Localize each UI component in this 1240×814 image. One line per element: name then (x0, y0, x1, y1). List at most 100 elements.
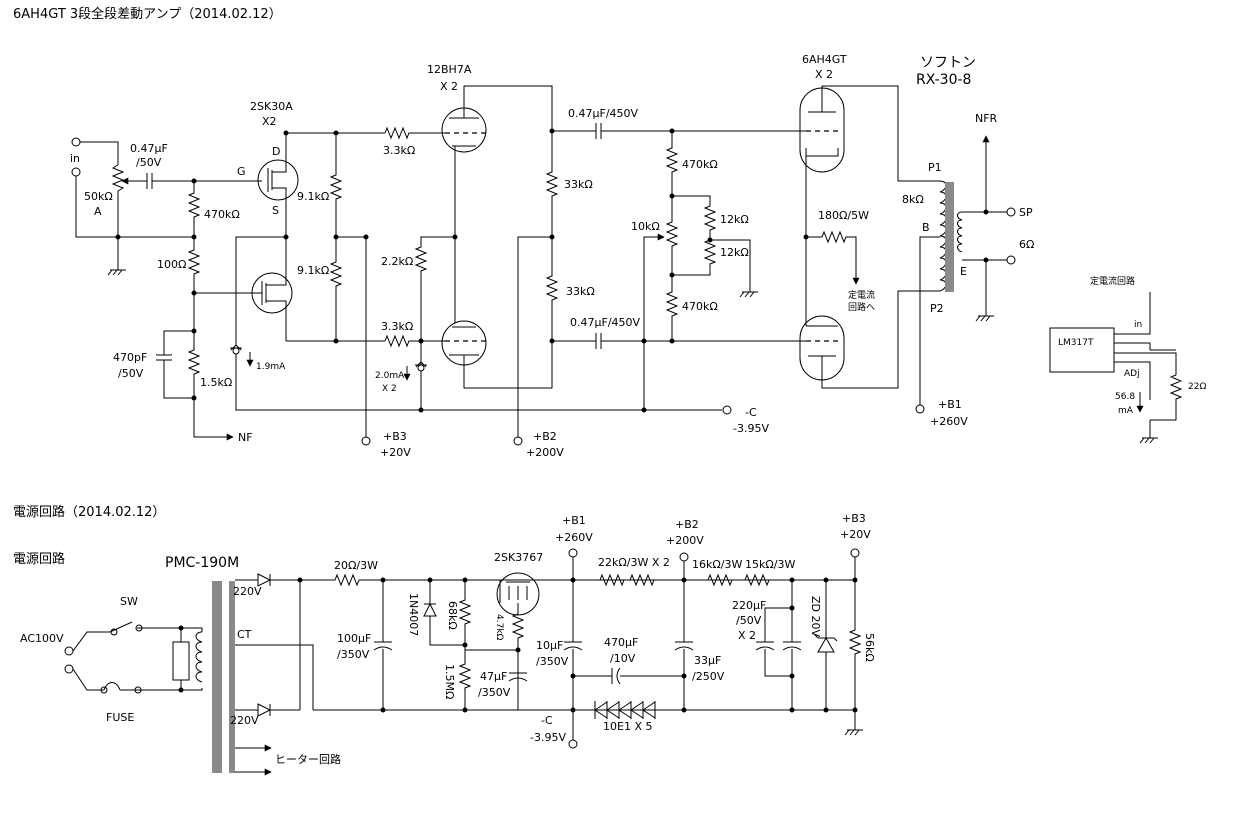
c-470u-rating: /10V (610, 652, 636, 665)
c-10u-rating: /350V (536, 655, 569, 668)
fet-upper (257, 159, 299, 201)
psu-subtitle: 電源回路 (13, 551, 65, 567)
psu-b3-label: +B3 (842, 512, 866, 525)
r-22k: 22kΩ/3W X 2 (598, 556, 670, 569)
r-12k-a: 12kΩ (720, 213, 749, 226)
r-9k1-a: 9.1kΩ (297, 190, 329, 203)
current-2m-qty: X 2 (382, 384, 397, 394)
neg-c-terminal (722, 405, 732, 415)
diode-label: 1N4007 (407, 593, 420, 636)
nfr-label: NFR (975, 112, 998, 125)
power-supply-schematic: PMC-190M AC100V SW FUSE 220V CT 220V 20Ω… (20, 512, 876, 776)
psu-b2-label: +B2 (675, 518, 699, 531)
c-220u: 220μF (732, 599, 766, 612)
sp-imp: 6Ω (1019, 238, 1034, 251)
xfmr-b: B (922, 221, 930, 234)
c-220u-rating: /50V (736, 614, 762, 627)
r-470k-gate: 470kΩ (204, 208, 240, 221)
r-68k: 68kΩ (446, 601, 459, 630)
c-470p: 470pF (113, 351, 147, 364)
psu-b1-voltage: +260V (555, 531, 593, 544)
ac-label: AC100V (20, 632, 64, 645)
xfmr-name-1: ソフトン (920, 55, 976, 71)
input-cap-rating: /50V (136, 156, 162, 169)
sp-terminal-a (1006, 207, 1016, 217)
mosfet-label: 2SK3767 (494, 551, 543, 564)
ac-terminal-a (64, 646, 74, 656)
psu-negc-label: -C (541, 714, 553, 727)
input-gnd-terminal (71, 167, 81, 177)
psu-title: 電源回路（2014.02.12） (13, 504, 165, 520)
c-470p-rating: /50V (118, 367, 144, 380)
sp-terminal-b (1006, 255, 1016, 265)
v220b-label: 220V (230, 714, 259, 727)
fet-lower (251, 272, 293, 314)
lm317-box (1049, 327, 1115, 373)
psu-b1-label: +B1 (562, 514, 586, 527)
ct-label: CT (237, 628, 252, 641)
b1-terminal (915, 404, 925, 414)
r-2k2: 2.2kΩ (381, 255, 413, 268)
fet-source-label: S (272, 204, 279, 217)
ccs-adj-label: ADj (1124, 369, 1140, 379)
c-47u-rating: /350V (478, 686, 511, 699)
c-220u-qty: X 2 (738, 629, 756, 642)
b3-terminal (361, 436, 371, 446)
b2-voltage: +200V (526, 446, 564, 459)
tube1-qty: X 2 (440, 80, 458, 93)
b3-voltage: +20V (380, 446, 411, 459)
ccs-r-label: 22Ω (1188, 382, 1206, 392)
xfmr-p2: P2 (930, 302, 944, 315)
neg-c-voltage: -3.95V (733, 422, 769, 435)
r-4k7: 4.7kΩ (494, 614, 504, 641)
c-10u: 10μF (536, 639, 563, 652)
c-cpl-b: 0.47μF/450V (570, 316, 641, 329)
heater-label: ヒーター回路 (275, 753, 341, 766)
xfmr-imp: 8kΩ (902, 193, 924, 206)
c-cpl-a: 0.47μF/450V (568, 107, 639, 120)
psu-b3-terminal (850, 548, 860, 558)
c-47u: 47μF (480, 670, 507, 683)
fuse-label: FUSE (106, 711, 134, 724)
r-20: 20Ω/3W (334, 559, 378, 572)
r-180: 180Ω/5W (818, 209, 869, 222)
psu-b3-voltage: +20V (840, 528, 871, 541)
r-3k3-b: 3.3kΩ (381, 320, 413, 333)
b2-terminal (513, 436, 523, 446)
volume-taper: A (94, 205, 102, 218)
fet-qty: X2 (262, 115, 277, 128)
mosfet (496, 572, 540, 616)
r-15k: 15kΩ/3W (745, 558, 795, 571)
ccs-current: 56.8 (1115, 392, 1135, 402)
c-33u: 33μF (694, 654, 721, 667)
r-100: 100Ω (157, 258, 186, 271)
input-label: in (70, 152, 80, 165)
r-16k: 16kΩ/3W (692, 558, 742, 571)
r-1m5: 1.5MΩ (443, 664, 456, 699)
b3-label: +B3 (383, 430, 407, 443)
sw-label: SW (120, 595, 138, 608)
diodes-label: 10E1 X 5 (603, 720, 652, 733)
ccs-in-label: in (1134, 320, 1142, 330)
ac-resistor (172, 641, 190, 681)
ccs-note-2: 回路へ (848, 301, 875, 313)
psu-b2-voltage: +200V (666, 534, 704, 547)
nf-label: NF (238, 431, 253, 444)
lm317-label: LM317T (1058, 338, 1094, 348)
c-33u-rating: /250V (692, 670, 725, 683)
zd-label: ZD 20V (809, 596, 822, 637)
volume-value: 50kΩ (84, 190, 113, 203)
tube2-name: 6AH4GT (802, 53, 847, 66)
r-56k: 56kΩ (863, 633, 876, 662)
psu-negc-terminal (568, 739, 578, 749)
tube-6ah4gt-lower (799, 315, 845, 381)
r-33k-b: 33kΩ (566, 285, 595, 298)
ccs-note-1: 定電流 (848, 289, 875, 301)
tube-6ah4gt-upper (799, 87, 845, 173)
title: 6AH4GT 3段全段差動アンプ（2014.02.12） (13, 6, 282, 22)
tube1-name: 12BH7A (427, 63, 472, 76)
volume-pot (111, 164, 125, 192)
r-470k-a: 470kΩ (682, 158, 718, 171)
psu-b2-terminal (679, 552, 689, 562)
